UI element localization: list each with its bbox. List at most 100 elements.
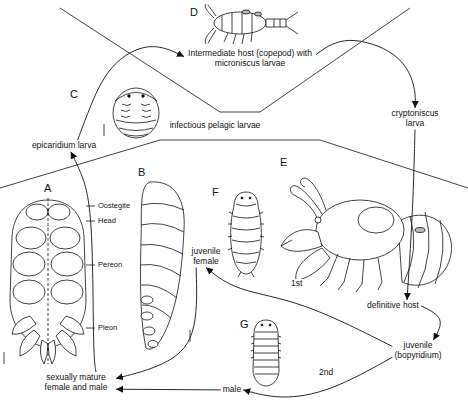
epicaridium-figure-part xyxy=(104,124,105,136)
female-ventral-figure-part xyxy=(48,340,56,364)
copepod-figure-part xyxy=(266,19,286,27)
life-cycle-arrow xyxy=(78,47,184,140)
female-ventral-figure-part xyxy=(13,280,45,304)
caption-text: definitive host xyxy=(367,301,419,311)
male-figure-part xyxy=(253,320,279,386)
juvenile-female-figure-part xyxy=(238,272,254,277)
figure-letter: G xyxy=(240,318,249,331)
male-figure-part xyxy=(261,324,263,326)
host-crab-figure-part xyxy=(358,207,394,233)
female-lateral-figure-part xyxy=(141,312,153,320)
part-name: Pereon xyxy=(98,261,122,270)
stage-caption: juvenile (bopyridium) xyxy=(392,340,443,362)
female-ventral-figure xyxy=(4,198,95,364)
female-ventral-figure-part xyxy=(50,227,80,249)
life-cycle-arrow xyxy=(71,152,96,372)
zone-boundary-part xyxy=(60,8,410,112)
figure-letter: C xyxy=(70,88,78,101)
female-lateral-figure xyxy=(141,182,190,349)
host-crab-figure-part xyxy=(415,228,425,233)
copepod-figure-part xyxy=(214,12,266,34)
caption-text: sexually mature female and male xyxy=(38,373,114,393)
female-lateral-figure-part xyxy=(141,203,184,318)
molt-order-label: 1st xyxy=(290,279,303,289)
host-crab-figure xyxy=(281,178,452,292)
copepod-figure-part xyxy=(242,10,250,14)
juvenile-female-figure-part xyxy=(231,192,262,274)
life-cycle-arrow xyxy=(407,130,415,300)
copepod-figure xyxy=(205,4,298,44)
part-name: Head xyxy=(98,217,116,226)
life-cycle-arrow xyxy=(243,357,392,397)
juvenile-female-figure xyxy=(228,192,264,277)
host-crab-figure-part xyxy=(281,230,322,252)
female-ventral-figure-part xyxy=(26,204,48,220)
host-crab-figure-part xyxy=(398,215,452,285)
figure-letter: B xyxy=(138,166,145,179)
host-crab-figure-part xyxy=(301,178,327,210)
stage-caption: male xyxy=(221,384,243,396)
copepod-figure-part xyxy=(224,33,252,44)
female-ventral-figure-part xyxy=(16,227,46,249)
copepod-figure-part xyxy=(222,12,252,34)
life-cycle-arrow xyxy=(316,40,415,108)
copepod-figure-part xyxy=(255,12,262,16)
female-ventral-figure-part xyxy=(40,340,48,364)
stage-caption: juvenile female xyxy=(190,246,223,268)
stage-caption: sexually mature female and male xyxy=(36,372,116,394)
female-lateral-figure-part xyxy=(143,327,155,335)
male-figure-part xyxy=(269,324,271,326)
caption-text: male xyxy=(223,385,241,395)
juvenile-female-figure-part xyxy=(241,197,243,199)
stage-caption: Intermediate host (copepod) with microni… xyxy=(184,48,316,70)
male-figure xyxy=(251,320,281,386)
copepod-figure-part xyxy=(274,19,280,27)
part-name: Pleon xyxy=(98,324,117,333)
figure-letter: E xyxy=(280,156,287,169)
figure-letter: F xyxy=(212,186,219,199)
female-ventral-figure-part xyxy=(51,280,83,304)
epicaridium-figure-part xyxy=(142,95,145,98)
female-ventral-figure-part xyxy=(4,352,5,364)
figure-letter: A xyxy=(44,182,51,195)
life-cycle-arrow xyxy=(116,268,197,379)
juvenile-female-figure-part xyxy=(249,197,251,199)
caption-text: juvenile (bopyridium) xyxy=(394,341,441,361)
epicaridium-figure-part xyxy=(121,104,151,118)
life-cycle-arrow xyxy=(116,389,221,391)
life-cycle-arrow xyxy=(206,268,392,347)
caption-text: Intermediate host (copepod) with microni… xyxy=(186,49,314,69)
zone-boundary xyxy=(0,8,468,188)
zone-label: infectious pelagic larvae xyxy=(170,121,261,131)
female-ventral-figure-part xyxy=(48,204,70,220)
life-cycle-arrow xyxy=(421,306,440,340)
juvenile-female-figure-part xyxy=(228,212,264,250)
host-crab-figure-part xyxy=(315,217,321,223)
female-ventral-figure-part xyxy=(20,330,40,356)
female-lateral-figure-part xyxy=(148,341,158,348)
epicaridium-figure xyxy=(104,88,159,138)
caption-text: cryptoniscus larva xyxy=(391,109,438,129)
stage-caption: cryptoniscus larva xyxy=(389,108,440,130)
host-crab-figure-part xyxy=(281,240,292,246)
caption-text: juvenile female xyxy=(192,247,221,267)
female-ventral-figure-part xyxy=(13,252,45,276)
female-lateral-figure-part xyxy=(141,182,185,349)
stage-caption: epicaridium larva xyxy=(30,140,98,152)
juvenile-female-figure-part xyxy=(232,204,260,264)
female-ventral-figure-part xyxy=(56,330,76,356)
molt-order-label: 2nd xyxy=(318,368,334,378)
zone-boundary-part xyxy=(0,140,468,188)
epicaridium-figure-part xyxy=(128,95,131,98)
caption-text: epicaridium larva xyxy=(32,141,96,151)
copepod-figure-part xyxy=(286,12,298,34)
figure-letter: D xyxy=(190,6,198,19)
epicaridium-figure-part xyxy=(115,93,157,102)
female-lateral-figure-part xyxy=(141,296,153,304)
epicaridium-figure-part xyxy=(113,88,159,138)
host-crab-figure-part xyxy=(296,248,330,280)
host-crab-figure-part xyxy=(320,254,382,292)
female-ventral-figure-part xyxy=(51,252,83,276)
epicaridium-figure-part xyxy=(116,120,156,136)
